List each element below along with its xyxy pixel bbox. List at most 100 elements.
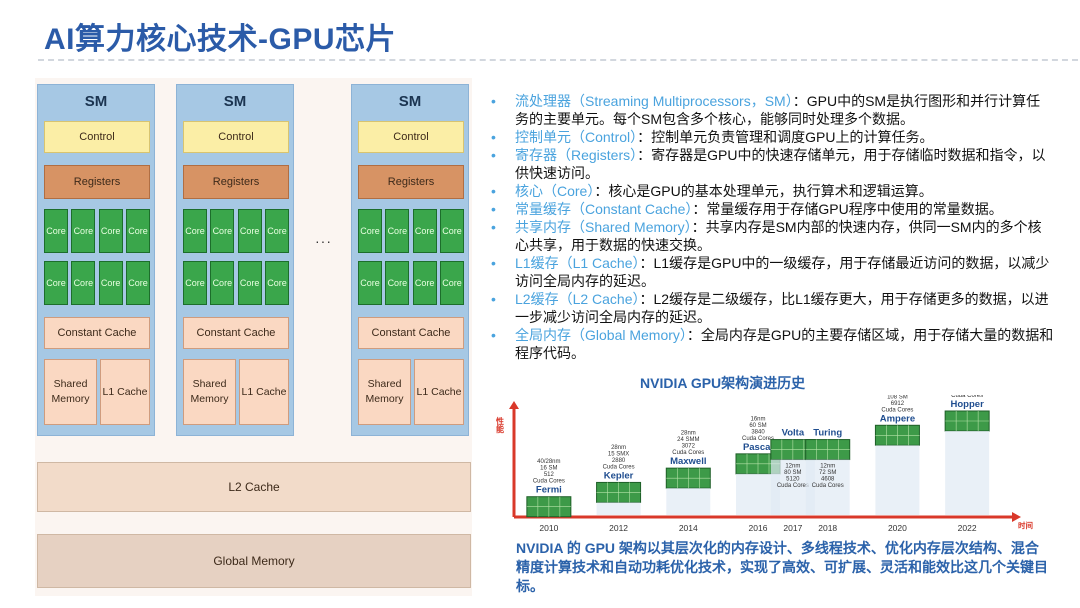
core-block: Core — [125, 209, 150, 253]
core-block: Core — [125, 261, 150, 305]
architecture-spec: Cuda Cores — [672, 450, 704, 456]
constant-cache-block: Constant Cache — [183, 317, 289, 349]
list-item-term: L2缓存（L2 Cache） — [515, 291, 640, 307]
sm-label: SM — [84, 93, 108, 110]
architecture-bar — [805, 459, 850, 515]
list-item-term: 常量缓存（Constant Cache） — [515, 201, 693, 217]
core-block: Core — [210, 261, 235, 305]
bullet-icon: • — [491, 219, 496, 235]
l1-cache-block: L1 Cache — [239, 359, 289, 425]
list-item-term: 共享内存（Shared Memory） — [515, 219, 692, 235]
architecture-name: Ampere — [880, 413, 915, 424]
core-row: Core Core Core Core — [44, 261, 150, 305]
architecture-spec: 60 SM — [749, 423, 766, 429]
list-item-term: L1缓存（L1 Cache） — [515, 255, 640, 271]
chart-title: NVIDIA GPU架构演进历史 — [640, 375, 806, 391]
architecture-spec: Cuda Cores — [742, 436, 774, 442]
architecture-spec: 24 SMM — [677, 437, 699, 443]
sm-block: SM Control Registers Core Core Core Core… — [176, 84, 294, 436]
core-block: Core — [358, 261, 382, 305]
architecture-bar — [596, 502, 641, 515]
list-item: • 全局内存（Global Memory）：全局内存是GPU的主要存储区域，用于存… — [489, 326, 1054, 362]
bullet-icon: • — [491, 93, 496, 109]
architecture-spec: 512 — [544, 472, 555, 478]
list-item: •寄存器（Registers）：寄存器是GPU中的快速存储单元，用于存储临时数据… — [489, 146, 1054, 182]
core-row: Core Core Core Core — [358, 209, 464, 253]
shared-memory-label-1: Shared — [192, 378, 227, 391]
shared-memory-label-1: Shared — [367, 378, 402, 391]
x-axis-arrow-icon — [1012, 512, 1021, 522]
definition-list: •流处理器（Streaming Multiprocessors，SM）：GPU中… — [489, 92, 1054, 362]
ellipsis: ··· — [315, 233, 332, 249]
registers-block: Registers — [44, 165, 150, 199]
architecture-spec: Cuda Cores — [951, 395, 983, 399]
list-item: •L1缓存（L1 Cache）：L1缓存是GPU中的一级缓存，用于存储最近访问的… — [489, 254, 1054, 290]
architecture-spec: 2880 — [612, 458, 626, 464]
control-block: Control — [183, 121, 289, 153]
architecture-spec: 12nm — [785, 464, 800, 470]
registers-block: Registers — [183, 165, 289, 199]
x-tick-label: 2020 — [888, 523, 907, 533]
architecture-spec: Cuda Cores — [533, 479, 565, 485]
architecture-spec: Cuda Cores — [603, 464, 635, 470]
x-tick-label: 2016 — [749, 523, 768, 533]
x-tick-label: 2017 — [783, 523, 802, 533]
core-row: Core Core Core Core — [358, 261, 464, 305]
architecture-spec: 16nm — [750, 416, 765, 422]
core-block: Core — [44, 209, 68, 253]
architecture-spec: 108 SM — [887, 395, 908, 400]
bullet-icon: • — [491, 327, 496, 343]
bullet-icon: • — [491, 147, 496, 163]
sm-label: SM — [223, 93, 247, 110]
list-item-desc: ：控制单元负责管理和调度GPU上的计算任务。 — [637, 129, 934, 145]
sm-block: SM Control Registers Core Core Core Core… — [351, 84, 469, 436]
bullet-icon: • — [491, 129, 496, 145]
architecture-spec: Cuda Cores — [881, 407, 913, 413]
core-block: Core — [210, 209, 235, 253]
core-block: Core — [439, 261, 464, 305]
list-item-term: 全局内存（Global Memory） — [515, 327, 687, 343]
shared-memory-label-1: Shared — [53, 378, 88, 391]
architecture-spec: 72 SM — [819, 470, 836, 476]
architecture-spec: 40/28nm — [537, 459, 560, 465]
list-item-desc: ：常量缓存用于存储GPU程序中使用的常量数据。 — [692, 201, 1003, 217]
core-block: Core — [358, 209, 382, 253]
core-block: Core — [412, 261, 437, 305]
architecture-spec: Cuda Cores — [812, 483, 844, 489]
architecture-spec: 16 SM — [540, 466, 557, 472]
shared-memory-label-2: Memory — [51, 393, 90, 405]
core-block: Core — [71, 209, 96, 253]
sm-block: SM Control Registers Core Core Core Core… — [37, 84, 155, 436]
core-row: Core Core Core Core — [183, 261, 289, 305]
architecture-name: Pascal — [743, 442, 773, 453]
list-item: •常量缓存（Constant Cache）：常量缓存用于存储GPU程序中使用的常… — [489, 200, 1054, 218]
list-item-term: 寄存器（Registers） — [515, 147, 638, 163]
y-axis-label: 性能 — [496, 416, 505, 434]
registers-block: Registers — [358, 165, 464, 199]
core-block: Core — [412, 209, 437, 253]
architecture-name: Fermi — [536, 485, 562, 496]
architecture-name: Maxwell — [670, 456, 706, 467]
core-block: Core — [264, 209, 289, 253]
bullet-icon: • — [491, 183, 496, 199]
list-item: • 控制单元（Control）：控制单元负责管理和调度GPU上的计算任务。 — [489, 128, 1054, 146]
x-tick-label: 2018 — [818, 523, 837, 533]
bullet-icon: • — [491, 255, 496, 271]
core-block: Core — [385, 209, 410, 253]
list-item-desc: ：核心是GPU的基本处理单元，执行算术和逻辑运算。 — [594, 183, 933, 199]
list-item-term: 控制单元（Control） — [515, 129, 638, 145]
architecture-spec: 15 SMX — [608, 451, 629, 457]
list-item: •核心（Core）：核心是GPU的基本处理单元，执行算术和逻辑运算。 — [489, 182, 1054, 200]
list-item-desc: ：全局内存是GPU的主要存储区域，用于存储大量的数据和程序代码。 — [515, 327, 1054, 361]
core-row: Core Core Core Core — [183, 209, 289, 253]
core-block: Core — [237, 209, 262, 253]
list-item: •L2缓存（L2 Cache）：L2缓存是二级缓存，比L1缓存更大，用于存储更多… — [489, 290, 1054, 326]
architecture-spec: 4608 — [821, 477, 835, 483]
list-item-desc: ：L2缓存是二级缓存，比L1缓存更大，用于存储更多的数据，以进一步减少访问全局内… — [515, 291, 1049, 325]
core-block: Core — [183, 261, 207, 305]
architecture-bar — [875, 445, 920, 515]
